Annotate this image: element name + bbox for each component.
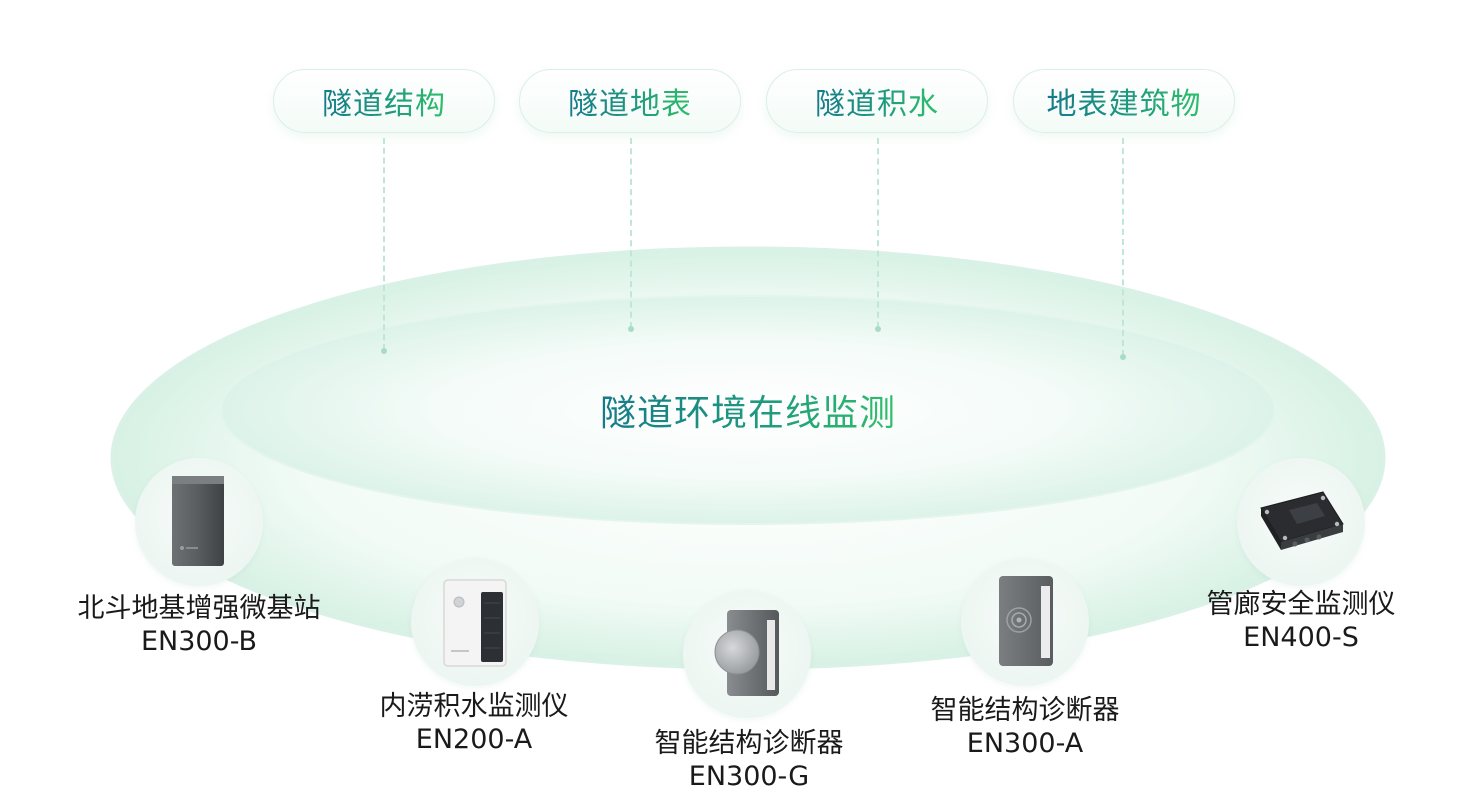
connector-line bbox=[877, 138, 879, 328]
connector-dot bbox=[381, 348, 387, 354]
device-name: 智能结构诊断器 bbox=[930, 695, 1120, 726]
connector-line bbox=[383, 138, 385, 350]
connector-dot bbox=[628, 326, 634, 332]
category-label: 隧道积水 bbox=[815, 79, 939, 123]
category-pill-tunnel-structure[interactable]: 隧道结构 bbox=[273, 69, 495, 133]
center-title: 隧道环境在线监测 bbox=[599, 393, 896, 434]
device-image-en300-a[interactable] bbox=[961, 558, 1089, 686]
device-image-en200-a[interactable] bbox=[411, 558, 539, 686]
connector-dot bbox=[1120, 354, 1126, 360]
pipe-gallery-monitor-icon bbox=[1260, 491, 1344, 550]
category-pill-tunnel-surface[interactable]: 隧道地表 bbox=[519, 69, 741, 133]
device-model: EN300-A bbox=[966, 728, 1084, 759]
device-name: 北斗地基增强微基站 bbox=[77, 593, 321, 624]
device-model: EN400-S bbox=[1243, 622, 1359, 653]
device-image-en400-s[interactable] bbox=[1237, 458, 1365, 586]
device-image-en300-b[interactable] bbox=[135, 458, 263, 586]
connector-line bbox=[1122, 138, 1124, 356]
device-model: EN300-B bbox=[140, 626, 258, 657]
device-model: EN300-G bbox=[688, 761, 810, 792]
waterlogging-monitor-icon bbox=[443, 579, 507, 667]
device-name: 智能结构诊断器 bbox=[654, 728, 844, 759]
device-name: 管廊安全监测仪 bbox=[1206, 589, 1396, 620]
device-caption-en200-a: 内涝积水监测仪 EN200-A bbox=[380, 690, 569, 756]
category-label: 隧道地表 bbox=[568, 79, 692, 123]
base-station-icon bbox=[172, 476, 224, 566]
device-caption-en300-g: 智能结构诊断器 EN300-G bbox=[655, 727, 844, 793]
connector-line bbox=[630, 138, 632, 328]
structure-diagnostic-g-icon bbox=[714, 610, 779, 696]
device-image-en300-g[interactable] bbox=[683, 590, 811, 718]
structure-diagnostic-a-icon bbox=[999, 576, 1053, 666]
device-name: 内涝积水监测仪 bbox=[379, 691, 569, 722]
connector-dot bbox=[875, 326, 881, 332]
category-pill-tunnel-water[interactable]: 隧道积水 bbox=[766, 69, 988, 133]
device-caption-en300-b: 北斗地基增强微基站 EN300-B bbox=[78, 592, 321, 658]
category-pill-surface-buildings[interactable]: 地表建筑物 bbox=[1013, 69, 1235, 133]
device-model: EN200-A bbox=[415, 724, 533, 755]
device-caption-en300-a: 智能结构诊断器 EN300-A bbox=[931, 694, 1120, 760]
category-label: 地表建筑物 bbox=[1047, 79, 1202, 123]
device-caption-en400-s: 管廊安全监测仪 EN400-S bbox=[1207, 588, 1396, 654]
category-label: 隧道结构 bbox=[322, 79, 446, 123]
